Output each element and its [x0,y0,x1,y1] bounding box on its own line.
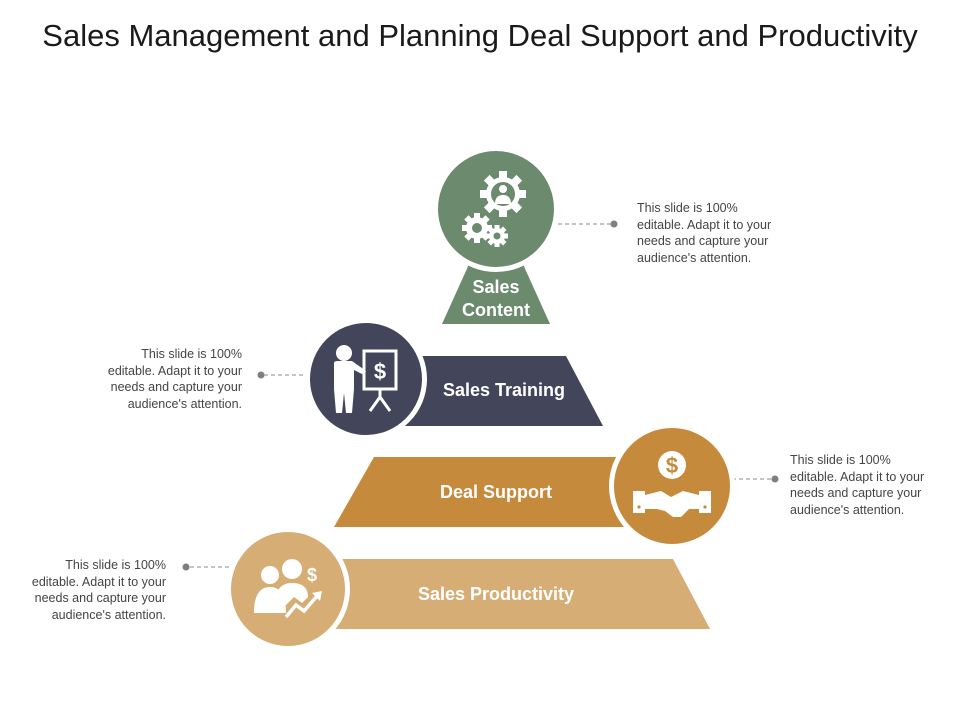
page-title: Sales Management and Planning Deal Suppo… [42,18,918,53]
connector-1 [558,220,618,228]
tier-sales-content-band [442,262,550,324]
tier-sales-content-label-line1: Sales [472,277,520,297]
tier-sales-content-circle [433,146,559,272]
connector-3 [732,475,779,483]
tier-sales-training-circle: $ [305,318,427,440]
note-sales-training: This slide is 100% editable. Adapt it to… [107,347,242,411]
tier-sales-content-label-line2: Content [462,300,530,320]
note-sales-productivity: This slide is 100% editable. Adapt it to… [31,558,166,622]
tier-deal-support-circle: $ [609,423,735,549]
tier-sales-content-label: Sales Content [446,276,546,322]
tier-sales-productivity-band [300,559,710,629]
tier-sales-productivity-label: Sales Productivity [417,584,575,604]
note-sales-content: This slide is 100% editable. Adapt it to… [637,201,772,265]
tier-sales-productivity-circle: $ [226,527,350,651]
note-deal-support: This slide is 100% editable. Adapt it to… [790,453,925,517]
gears-person-icon [462,171,526,247]
tier-sales-training-band [380,356,603,426]
presenter-dollar-icon: $ [334,345,398,413]
tier-deal-support-band [334,457,640,527]
svg-text:$: $ [666,453,678,478]
connector-2 [257,371,308,379]
tier-sales-training-label: Sales Training [442,380,566,400]
svg-text:$: $ [307,565,317,585]
team-growth-icon: $ [254,559,322,619]
connector-4 [182,563,230,571]
tier-deal-support-label: Deal Support [439,482,552,502]
handshake-dollar-icon: $ [633,451,711,517]
svg-text:$: $ [374,359,386,384]
